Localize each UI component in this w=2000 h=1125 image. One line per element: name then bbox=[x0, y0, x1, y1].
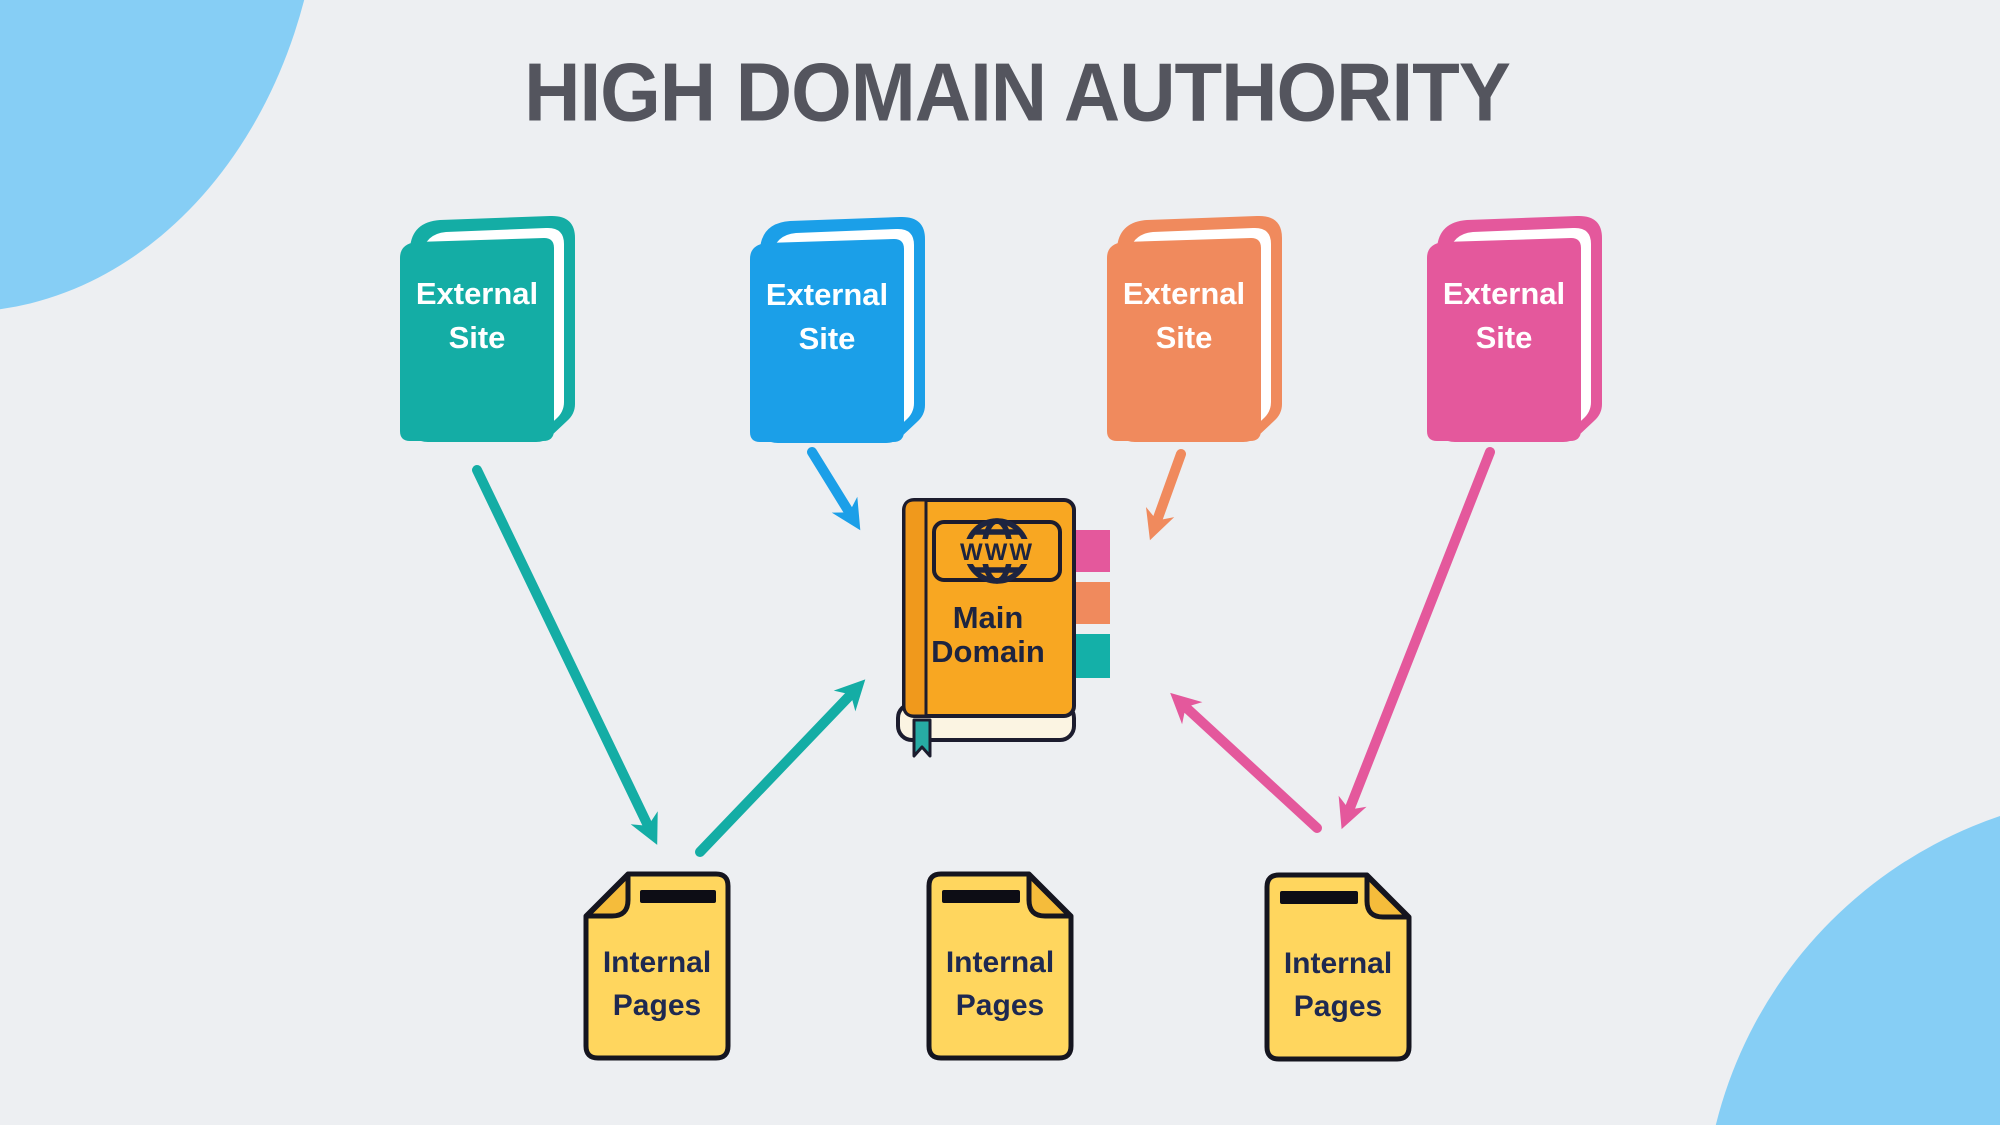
internal-pages-label-line1: Internal bbox=[946, 946, 1054, 979]
internal-pages-doc-3: Internal Pages bbox=[1264, 872, 1412, 1062]
page-body bbox=[583, 871, 731, 1061]
external-site-label-line1: External bbox=[766, 277, 888, 312]
external-site-label-line1: External bbox=[1123, 276, 1245, 311]
diagram-title: HIGH DOMAIN AUTHORITY bbox=[524, 45, 1511, 139]
page-body bbox=[1264, 872, 1412, 1062]
book-spine bbox=[902, 498, 928, 718]
page-fold-corner bbox=[1364, 873, 1411, 920]
internal-pages-label-line2: Pages bbox=[613, 989, 701, 1022]
page-title-bar bbox=[942, 890, 1020, 903]
arrow-external2-to-main bbox=[807, 447, 861, 531]
arrow-external1-to-internal1 bbox=[472, 465, 658, 845]
external-site-label-line1: External bbox=[1443, 276, 1565, 311]
page-body bbox=[926, 871, 1074, 1061]
page-title-bar bbox=[1280, 891, 1358, 904]
corner-blob-bottom-right bbox=[1715, 816, 2000, 1125]
main-domain-label-line1: Main bbox=[953, 600, 1024, 635]
arrow-internal1-to-main bbox=[695, 679, 866, 857]
internal-pages-label-line1: Internal bbox=[1284, 947, 1392, 980]
internal-pages-label-line2: Pages bbox=[956, 989, 1044, 1022]
internal-pages-label-line1: Internal bbox=[603, 946, 711, 979]
www-label: WWW bbox=[960, 539, 1034, 566]
www-text-band bbox=[958, 539, 1036, 564]
internal-pages-label-line2: Pages bbox=[1294, 990, 1382, 1023]
book-front-cover bbox=[1427, 238, 1581, 441]
main-domain-label-line2: Domain bbox=[931, 634, 1045, 669]
page-fold-corner bbox=[584, 872, 631, 919]
corner-blob-top-left bbox=[0, 0, 305, 310]
external-site-book-4: External Site bbox=[1427, 215, 1602, 442]
page-fold-corner bbox=[1026, 872, 1073, 919]
external-site-label-line2: Site bbox=[449, 320, 506, 355]
bookmark-ribbon bbox=[912, 718, 932, 758]
external-site-label-line2: Site bbox=[799, 321, 856, 356]
internal-pages-doc-2: Internal Pages bbox=[926, 871, 1074, 1061]
book-front-cover bbox=[1107, 238, 1261, 441]
arrow-internal3-to-main bbox=[1170, 692, 1322, 833]
external-site-book-2: External Site bbox=[750, 216, 925, 443]
external-site-book-1: External Site bbox=[400, 215, 575, 442]
main-domain-book: WWW Main Domain bbox=[896, 498, 1110, 758]
arrow-external3-to-main bbox=[1145, 449, 1186, 541]
external-site-label-line2: Site bbox=[1156, 320, 1213, 355]
external-site-label-line2: Site bbox=[1476, 320, 1533, 355]
arrow-external4-to-internal3 bbox=[1338, 447, 1495, 830]
external-site-label-line1: External bbox=[416, 276, 538, 311]
internal-pages-doc-1: Internal Pages bbox=[583, 871, 731, 1061]
tab-orange bbox=[1074, 582, 1110, 624]
tab-pink bbox=[1074, 530, 1110, 572]
external-site-book-3: External Site bbox=[1107, 215, 1282, 442]
book-front-cover bbox=[750, 239, 904, 442]
tab-teal bbox=[1074, 634, 1110, 678]
book-front-cover bbox=[400, 238, 554, 441]
page-title-bar bbox=[640, 890, 716, 903]
